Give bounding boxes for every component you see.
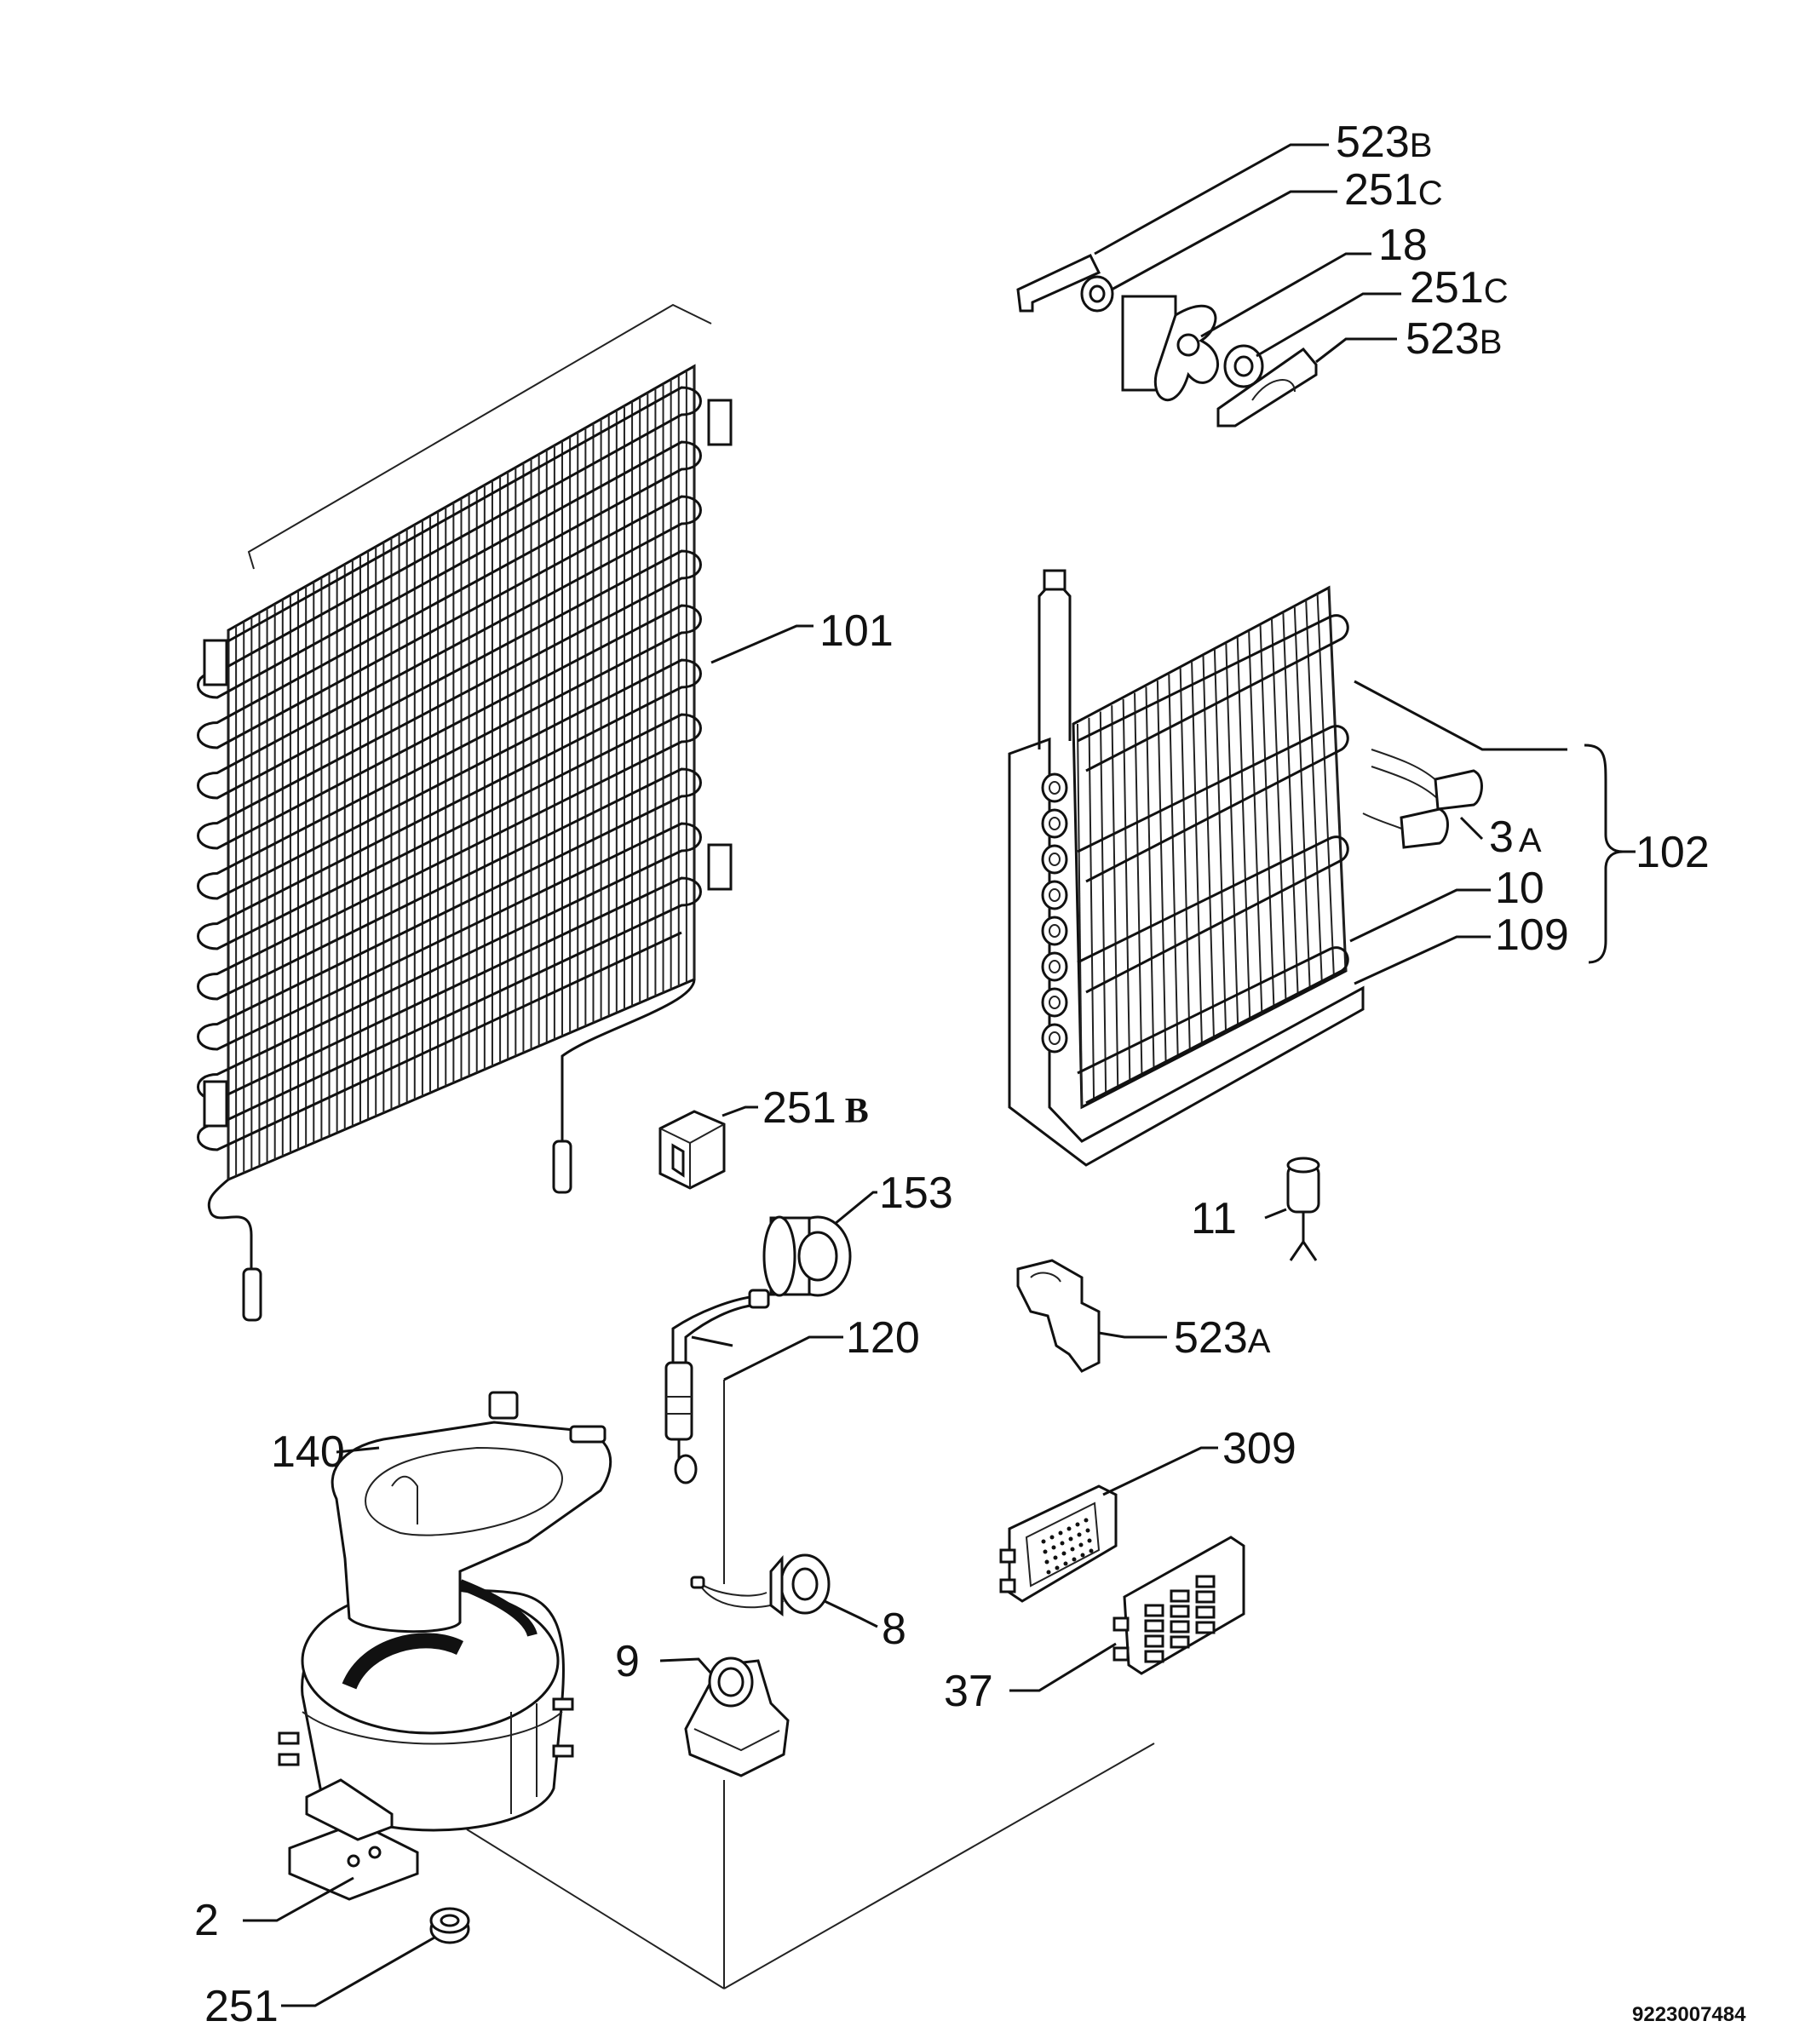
label-9: 9 bbox=[615, 1637, 640, 1686]
label-10: 10 bbox=[1495, 864, 1544, 913]
thermostat-8 bbox=[690, 1553, 831, 1617]
heater-120 bbox=[664, 1289, 770, 1484]
label-153: 153 bbox=[879, 1168, 953, 1218]
label-109: 109 bbox=[1495, 910, 1569, 960]
catalog-number: 9223007484 bbox=[1632, 2003, 1746, 2026]
sleeve-153 bbox=[762, 1215, 852, 1297]
label-309: 309 bbox=[1222, 1424, 1296, 1473]
control-board-309 bbox=[999, 1484, 1118, 1603]
label-101: 101 bbox=[819, 606, 894, 656]
label-523a: 523A bbox=[1174, 1313, 1271, 1363]
label-251c-top: 251C bbox=[1344, 165, 1443, 215]
label-11: 11 bbox=[1191, 1194, 1237, 1243]
drier-11 bbox=[1286, 1157, 1320, 1261]
fan-assembly bbox=[1016, 254, 1318, 428]
grommet-251 bbox=[429, 1907, 470, 1944]
condenser-101 bbox=[197, 303, 733, 1322]
label-37: 37 bbox=[944, 1667, 993, 1716]
holder-523a bbox=[1016, 1259, 1101, 1373]
label-251c-mid: 251C bbox=[1410, 263, 1509, 313]
rubber-block-251b bbox=[658, 1110, 726, 1190]
label-140: 140 bbox=[271, 1427, 345, 1477]
compressor-cover-140 bbox=[331, 1391, 612, 1633]
label-102: 102 bbox=[1636, 828, 1710, 877]
label-523b-top: 523B bbox=[1336, 118, 1432, 167]
terminal-block-37 bbox=[1112, 1536, 1245, 1675]
leader-lines bbox=[243, 143, 1636, 2007]
evaporator-102 bbox=[1008, 569, 1483, 1167]
label-2: 2 bbox=[194, 1896, 219, 1945]
label-251: 251 bbox=[204, 1982, 279, 2031]
relay-holder-9 bbox=[684, 1656, 790, 1777]
label-120: 120 bbox=[846, 1313, 920, 1363]
label-523b-mid: 523B bbox=[1406, 314, 1502, 364]
label-8: 8 bbox=[882, 1605, 906, 1654]
label-18: 18 bbox=[1378, 221, 1428, 270]
